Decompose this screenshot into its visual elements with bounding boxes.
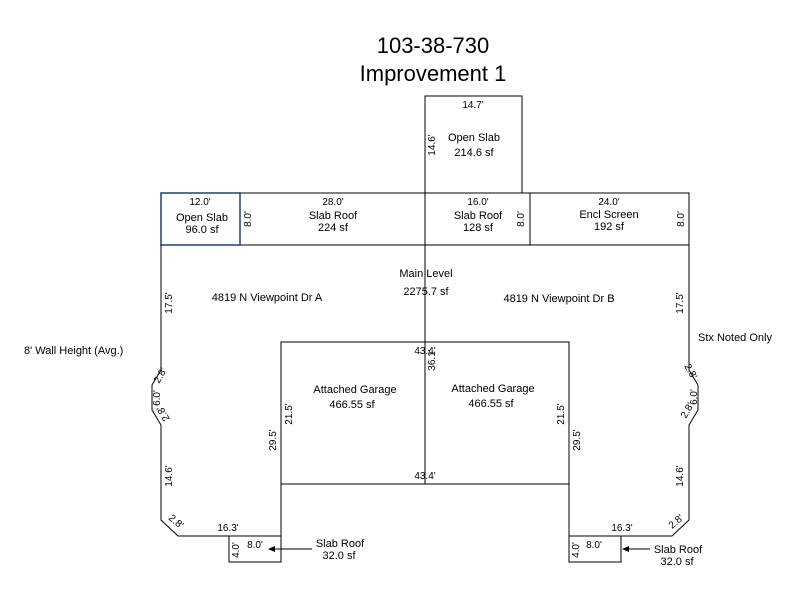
slab-roof-left-name: Slab Roof [316, 538, 365, 550]
slab-roof-right-outline [568, 535, 622, 563]
dim-garage-top: 43.4' [414, 346, 435, 357]
garage-right-area: 466.55 sf [468, 398, 514, 410]
dim-garage-bottom: 43.4' [414, 471, 435, 482]
dim-garage-right-215: 21.5' [556, 403, 567, 424]
dim-right-163: 16.3' [611, 523, 632, 534]
dim-right-28a: 2.8' [681, 362, 698, 381]
open-slab-left-area: 96.0 sf [185, 224, 219, 236]
garage-left-name: Attached Garage [313, 384, 396, 396]
dim-encl-width: 24.0' [598, 197, 619, 208]
dim-garage-left-215: 21.5' [284, 403, 295, 424]
unit-a-name: 4819 N Viewpoint Dr A [212, 292, 323, 304]
dim-right-60: 6.0' [689, 389, 700, 405]
unit-b-name: 4819 N Viewpoint Dr B [503, 293, 614, 305]
open-slab-top-name: Open Slab [448, 132, 500, 144]
slab-roof-128-area: 128 sf [463, 222, 494, 234]
open-slab-left-outline [160, 192, 241, 246]
dim-srr-width: 8.0' [586, 540, 602, 551]
dim-srr-height: 4.0' [571, 542, 582, 558]
dim-left-28a: 2.8' [152, 366, 169, 385]
dim-left-60: 6.0' [152, 390, 163, 406]
slab-roof-right-area: 32.0 sf [660, 556, 694, 568]
encl-screen-name: Encl Screen [579, 209, 638, 221]
open-slab-left-name: Open Slab [176, 212, 228, 224]
garage-left-area: 466.55 sf [329, 399, 375, 411]
slab-roof-left-area: 32.0 sf [322, 550, 356, 562]
dim-srl-height: 4.0' [231, 542, 242, 558]
dim-left-146: 14.6' [164, 465, 175, 486]
slab-roof-right-name: Slab Roof [654, 544, 703, 556]
dim-os-width: 12.0' [189, 197, 210, 208]
dim-right-28c: 2.8' [667, 513, 686, 532]
dim-sr128-height: 8.0' [516, 211, 527, 227]
slab-roof-left-arrowhead [268, 546, 275, 552]
stx-note: Stx Noted Only [698, 332, 772, 344]
dim-os-height: 8.0' [243, 211, 254, 227]
dim-garage-mid: 36.1' [427, 349, 438, 370]
encl-screen-area: 192 sf [594, 221, 625, 233]
dim-right-175: 17.5' [675, 292, 686, 313]
garage-right-name: Attached Garage [451, 383, 534, 395]
garage-outline [280, 341, 570, 485]
slab-roof-128-name: Slab Roof [454, 210, 503, 222]
dim-garage-left-295: 29.5' [268, 429, 279, 450]
slab-roof-right-arrowhead [622, 546, 629, 552]
dim-sr224-width: 28.0' [322, 197, 343, 208]
open-slab-top-area: 214.6 sf [454, 147, 494, 159]
dim-encl-height: 8.0' [676, 211, 687, 227]
dim-garage-right-295: 29.5' [572, 429, 583, 450]
main-level-name: Main Level [399, 268, 452, 280]
parcel-number: 103-38-730 [377, 33, 490, 58]
dim-top-width: 14.7' [462, 100, 483, 111]
dim-right-146: 14.6' [675, 465, 686, 486]
slab-roof-224-area: 224 sf [318, 222, 349, 234]
dim-left-28c: 2.8' [166, 513, 185, 532]
dim-left-175: 17.5' [164, 292, 175, 313]
main-level-area: 2275.7 sf [403, 286, 449, 298]
dim-left-163: 16.3' [217, 523, 238, 534]
slab-roof-224-name: Slab Roof [309, 210, 358, 222]
dim-top-height: 14.6' [427, 134, 438, 155]
improvement-title: Improvement 1 [360, 61, 507, 86]
dim-sr128-width: 16.0' [467, 197, 488, 208]
wall-height-note: 8' Wall Height (Avg.) [24, 345, 123, 357]
dim-srl-width: 8.0' [247, 540, 263, 551]
